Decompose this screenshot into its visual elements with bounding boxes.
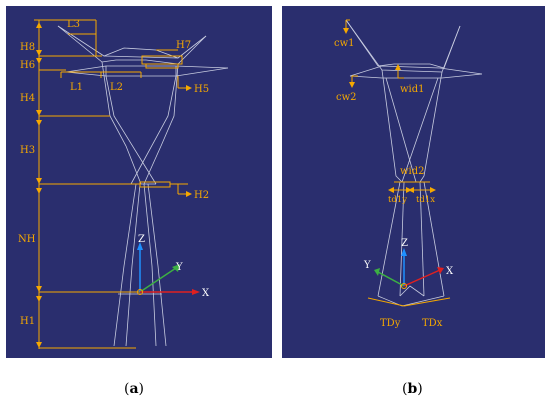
- label-NH: NH: [18, 234, 36, 245]
- label-L1: L1: [70, 82, 83, 93]
- axes-b: [374, 248, 444, 289]
- label-wid1: wid1: [400, 84, 425, 95]
- axis-label-x-a: X: [202, 288, 210, 299]
- label-td1y: td1y: [388, 195, 407, 205]
- label-TDx: TDx: [422, 318, 443, 329]
- axis-label-z-a: Z: [138, 234, 145, 245]
- caption-a-letter: a: [129, 381, 139, 397]
- label-H5: H5: [194, 84, 209, 95]
- panel-b-drawing: cw1 cw2 wid1 wid2 td1y td1x TDy TDx Z Y …: [334, 19, 483, 329]
- axes-a: [137, 242, 200, 295]
- panel-a-tower-heights: L3 H8 H7 H6 L1 L2 H5 H4 H3 H2 NH H1 Z Y …: [6, 6, 272, 358]
- axis-label-y-a: Y: [175, 262, 183, 273]
- label-H4: H4: [20, 93, 35, 104]
- label-H2: H2: [194, 190, 209, 201]
- panel-b-tower-widths: cw1 cw2 wid1 wid2 td1y td1x TDy TDx Z Y …: [282, 6, 545, 358]
- label-H6: H6: [20, 60, 35, 71]
- dimension-lines-a: [34, 19, 188, 349]
- caption-a-open: (: [124, 381, 130, 397]
- caption-b-letter: b: [407, 381, 418, 397]
- axis-label-y-b: Y: [363, 260, 371, 271]
- dimension-arrows-b: [343, 28, 436, 193]
- label-td1x: td1x: [416, 195, 435, 205]
- label-TDy: TDy: [380, 318, 401, 329]
- caption-b-close: ): [417, 381, 423, 397]
- label-H1: H1: [20, 316, 35, 327]
- caption-b: (b): [402, 381, 423, 397]
- label-cw2: cw2: [336, 92, 357, 103]
- caption-a-close: ): [138, 381, 145, 397]
- label-H8: H8: [20, 42, 35, 53]
- axis-label-x-b: X: [446, 266, 454, 277]
- label-H7: H7: [176, 40, 191, 51]
- dimension-arrows-a: [36, 22, 192, 348]
- label-H3: H3: [20, 145, 35, 156]
- label-L3: L3: [67, 19, 80, 30]
- panel-a-drawing: L3 H8 H7 H6 L1 L2 H5 H4 H3 H2 NH H1 Z Y …: [18, 19, 229, 349]
- caption-b-open: (: [402, 381, 408, 397]
- tower-structure-b: [345, 19, 483, 307]
- label-L2: L2: [110, 82, 123, 93]
- label-cw1: cw1: [334, 38, 355, 49]
- caption-a: (a): [124, 381, 144, 397]
- axis-label-z-b: Z: [401, 238, 408, 249]
- dimension-lines-b: [345, 19, 451, 307]
- label-wid2: wid2: [400, 166, 425, 177]
